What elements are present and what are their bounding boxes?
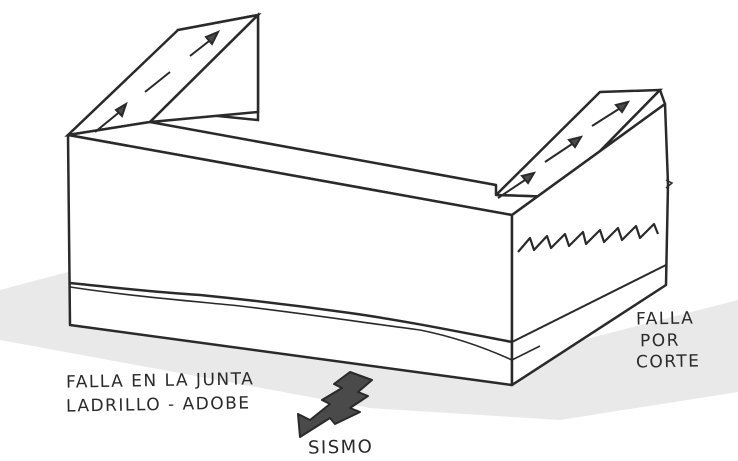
joint-failure-label-line1: FALLA EN LA JUNTA xyxy=(65,369,255,393)
shear-crack xyxy=(517,222,660,253)
shear-failure-label-line3: CORTE xyxy=(635,351,701,373)
right-wall-face xyxy=(510,102,670,387)
shear-failure-label-line1: FALLA xyxy=(635,308,695,330)
joint-line xyxy=(69,281,513,344)
zigzag-arrow-icon xyxy=(297,371,373,438)
shear-failure-label-line2: POR xyxy=(639,330,681,352)
edge-notch xyxy=(665,179,674,189)
joint-crack xyxy=(69,286,541,361)
dashed-arrow-icon xyxy=(94,30,221,133)
earthquake-label: SISMO xyxy=(307,436,374,459)
joint-failure-label-line2: LADRILLO - ADOBE xyxy=(65,393,251,417)
parapet-inner-edge xyxy=(149,121,497,186)
dashed-arrow-icon xyxy=(497,100,631,199)
left-wing-wall xyxy=(64,12,262,137)
right-face-band xyxy=(511,264,667,343)
